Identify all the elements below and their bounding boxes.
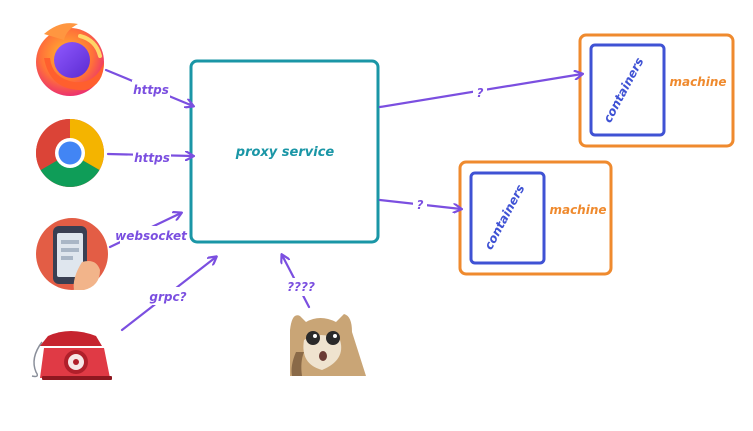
machine-label-2: machine — [549, 203, 606, 217]
proxy-service-node: proxy service — [189, 59, 380, 244]
machine-node-1: containers machine — [578, 33, 735, 148]
edge-labels: https https websocket grpc? ? ? ???? — [115, 80, 487, 305]
machine-node-2: containers machine — [458, 160, 613, 276]
edge-label-phone: websocket — [115, 229, 188, 243]
edge-label-telephone: grpc? — [149, 290, 186, 304]
containers-box-2 — [469, 171, 546, 265]
chrome-icon — [36, 119, 104, 187]
machine-box-1 — [578, 33, 735, 148]
shocked-cat-icon — [290, 314, 366, 376]
firefox-icon — [36, 23, 104, 96]
machine-label-1: machine — [669, 75, 726, 89]
proxy-service-label: proxy service — [235, 145, 335, 160]
machine-box-2 — [458, 160, 613, 276]
phone-icon — [36, 218, 108, 290]
edge-label-firefox: https — [133, 83, 169, 97]
telephone-icon — [31, 331, 112, 380]
containers-label-1: containers — [600, 55, 646, 125]
containers-label-2: containers — [481, 182, 527, 252]
edge-label-cat: ???? — [287, 280, 315, 294]
edge-label-machine-1: ? — [477, 86, 484, 100]
edge-label-machine-2: ? — [417, 198, 424, 212]
edge-label-chrome: https — [134, 151, 170, 165]
containers-box-1 — [589, 43, 666, 137]
